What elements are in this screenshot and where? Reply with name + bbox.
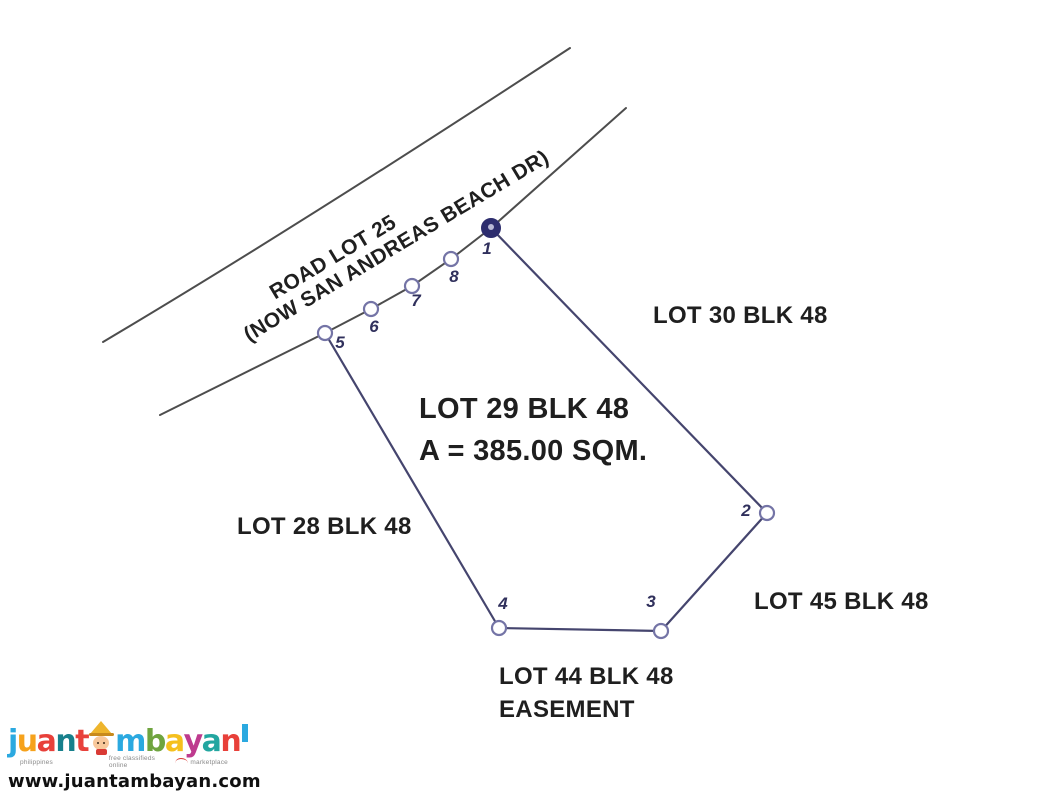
mascot-eye [103,742,106,744]
vertex-circle-5 [316,324,334,342]
lot30-label: LOT 30 BLK 48 [653,302,828,329]
mascot-eye [97,742,100,744]
vertex-label-6: 6 [369,317,379,336]
lot44-line1: LOT 44 BLK 48 [499,663,674,690]
logo-blue-tag [242,724,249,742]
red-swoosh-icon [175,758,189,764]
vertex-circle-3 [652,622,670,640]
logo-letter: j [8,724,18,759]
logo-letter: u [16,724,38,759]
salakot-hat-icon [90,721,113,734]
lot29-area: A = 385.00 SQM. [419,435,648,467]
watermark-url: www.juantambayan.com [8,771,261,792]
vertex-circle-8 [442,250,460,268]
tagline-free-classifieds: free classifieds online [108,755,156,769]
hat-brim [89,733,115,736]
vertex-label-7: 7 [411,291,421,310]
logo-letter: a [201,724,222,759]
road-edge-far-line [102,47,571,343]
mascot-boy-head-icon [89,721,115,755]
mascot-scarf [96,749,108,755]
lot29-label: LOT 29 BLK 48 A = 385.00 SQM. [419,388,647,472]
vertex-circle-6 [362,300,380,318]
vertex-circle-2 [758,504,776,522]
lot44-label: LOT 44 BLK 48 EASEMENT [499,660,674,726]
vertex-label-2: 2 [741,501,751,520]
logo-letter: n [220,724,241,759]
lot29-title: LOT 29 BLK 48 [419,393,630,425]
lot28-label: LOT 28 BLK 48 [237,513,412,540]
logo-letter: b [144,724,166,759]
tagline-marketplace: marketplace [190,758,228,766]
lot45-label: LOT 45 BLK 48 [754,588,929,615]
mascot-face [93,736,110,750]
logo-letter: n [55,724,76,759]
vertex-circle-4 [490,619,508,637]
logo-letter: t [75,724,89,759]
juantambayan-watermark: j u a n t m b a y a n philippines free c… [8,721,261,792]
logo-letter: y [183,724,204,759]
vertex-label-4: 4 [498,594,508,613]
tagline-philippines: philippines [20,758,53,766]
vertex-circle-7 [403,277,421,295]
vertex-label-8: 8 [449,267,459,286]
vertex-label-1: 1 [482,239,492,258]
vertex-circle-1-center [488,224,494,230]
logo-letter: m [115,724,146,759]
logo-taglines: philippines free classifieds online mark… [8,755,228,769]
vertex-label-3: 3 [646,592,656,611]
logo-letter: a [36,724,57,759]
logo-letter: a [164,724,185,759]
lot44-line2: EASEMENT [499,696,635,723]
vertex-label-5: 5 [335,333,345,352]
juantambayan-wordmark: j u a n t m b a y a n [8,721,249,759]
